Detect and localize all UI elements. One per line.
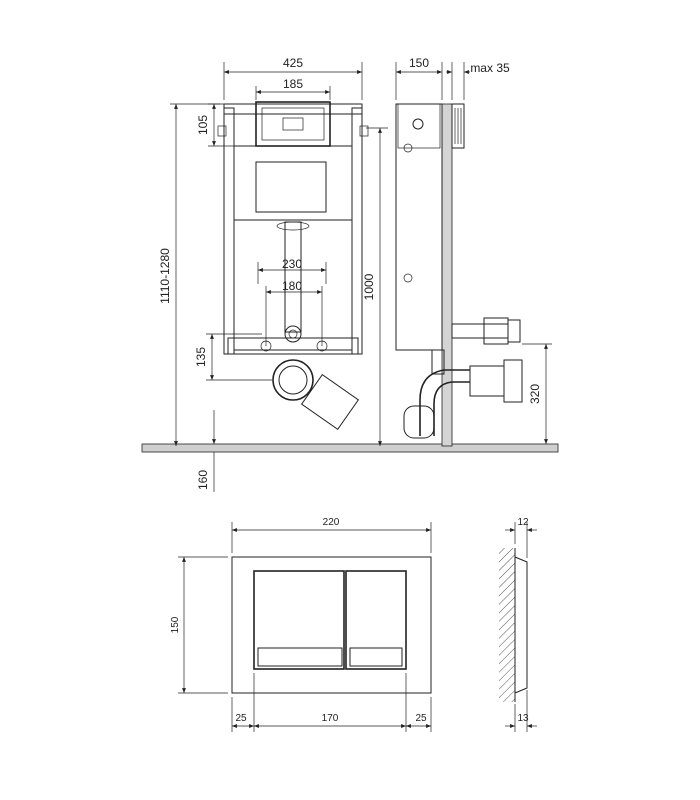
outlet-height-label: 320 xyxy=(528,384,542,404)
top-thickness-label: 12 xyxy=(517,517,529,528)
dim-185: 185 xyxy=(255,77,331,100)
dim-150-side: 150 xyxy=(395,56,443,100)
bottom-thickness-label: 13 xyxy=(517,713,529,724)
dim-220: 220 xyxy=(231,517,432,553)
dim-150-plate: 150 xyxy=(170,556,228,694)
flush-plate xyxy=(231,556,432,694)
right-margin-label: 25 xyxy=(415,713,427,724)
dim-230: 230 xyxy=(257,257,327,284)
height-range-label: 1110-1280 xyxy=(158,248,172,304)
plate-width-label: 220 xyxy=(323,517,340,528)
center-label: 170 xyxy=(322,713,339,724)
bottom-offset-label: 135 xyxy=(194,347,208,367)
total-height-label: 1000 xyxy=(362,273,376,300)
front-view xyxy=(217,101,369,431)
inner-wide-label: 230 xyxy=(282,257,302,271)
flush-plate-side xyxy=(499,548,528,702)
inner-narrow-label: 180 xyxy=(282,279,302,293)
floor-line xyxy=(141,443,559,453)
dim-13: 13 xyxy=(505,690,537,732)
left-margin-label: 25 xyxy=(235,713,247,724)
dim-1000: 1000 xyxy=(362,127,388,446)
plate-height-label: 150 xyxy=(170,616,181,633)
dim-425: 425 xyxy=(223,56,363,100)
width-label: 425 xyxy=(283,56,303,70)
wall xyxy=(441,103,453,447)
floor-depth-label: 160 xyxy=(196,470,210,490)
frame-top-label: 105 xyxy=(196,115,210,135)
dim-105: 105 xyxy=(196,103,252,147)
dim-160: 160 xyxy=(196,410,216,492)
top-label: 185 xyxy=(283,77,303,91)
dim-max35: max 35 xyxy=(446,61,510,100)
dim-1110-1280: 1110-1280 xyxy=(158,103,220,446)
dim-135: 135 xyxy=(194,333,272,381)
side-view xyxy=(395,103,523,447)
dim-bottom-plate: 25 170 25 xyxy=(231,673,432,732)
dim-180: 180 xyxy=(265,279,323,346)
depth-label: 150 xyxy=(409,56,429,70)
dim-320: 320 xyxy=(522,343,552,444)
max-label: max 35 xyxy=(470,61,510,75)
dim-12: 12 xyxy=(505,517,537,558)
